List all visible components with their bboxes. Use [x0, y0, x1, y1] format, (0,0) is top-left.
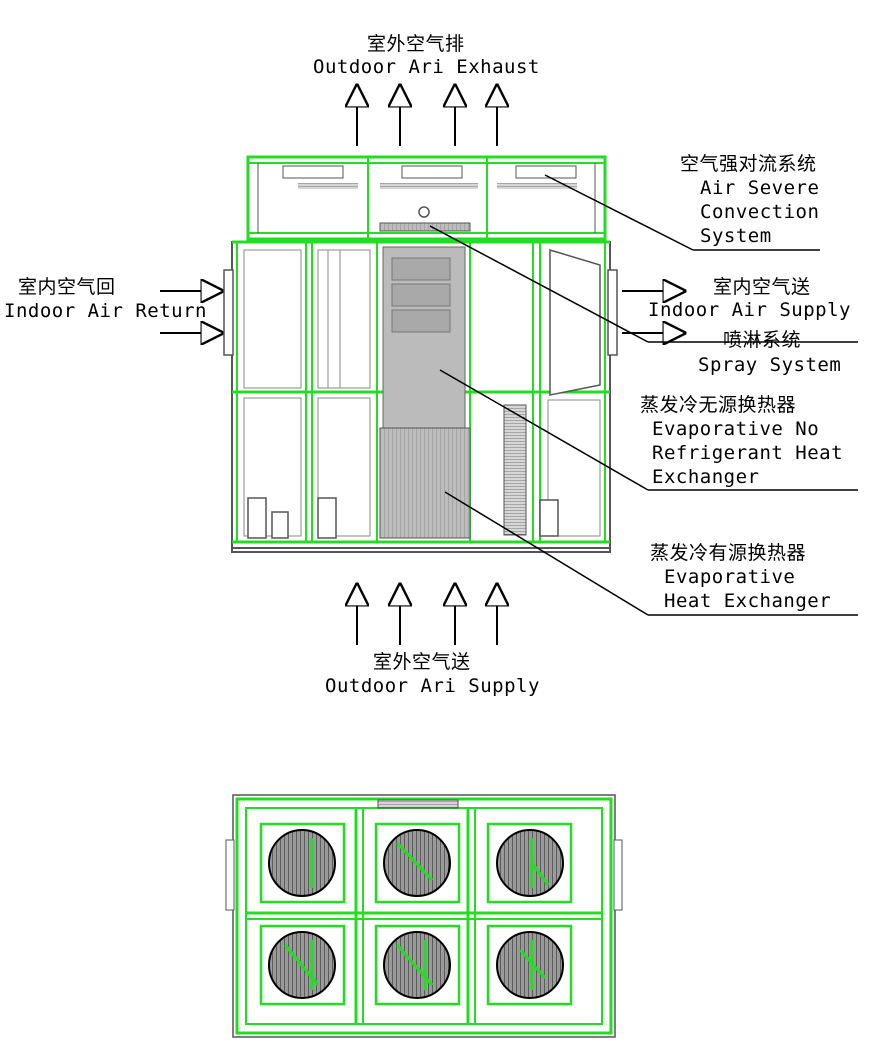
- spray-system-en: Spray System: [698, 354, 842, 376]
- outdoor-supply-en: Outdoor Ari Supply: [325, 675, 540, 697]
- evap-heat-exchanger-zh: 蒸发冷有源换热器: [650, 542, 807, 564]
- leader-lines: [429, 174, 858, 616]
- evap-heat-exchanger-en2: Heat Exchanger: [664, 590, 832, 612]
- outdoor-exhaust-zh: 室外空气排: [367, 33, 465, 55]
- indoor-return-en: Indoor Air Return: [4, 300, 207, 322]
- exhaust-arrows: [357, 86, 497, 146]
- indoor-supply-en: Indoor Air Supply: [648, 299, 851, 321]
- air-convection-en2: Convection: [700, 201, 820, 223]
- outdoor-supply-zh: 室外空气送: [373, 651, 471, 673]
- outdoor-exhaust-en: Outdoor Ari Exhaust: [313, 56, 540, 78]
- indoor-return-zh: 室内空气回: [18, 276, 116, 298]
- evap-heat-exchanger-en1: Evaporative: [664, 566, 796, 588]
- evap-no-refrig-en1: Evaporative No: [652, 418, 820, 440]
- air-convection-en3: System: [700, 225, 772, 247]
- front-elevation: [223, 155, 618, 553]
- plan-view: [225, 794, 623, 1038]
- evap-no-refrig-zh: 蒸发冷无源换热器: [640, 394, 797, 416]
- indoor-supply-zh: 室内空气送: [713, 276, 811, 298]
- supply-arrows: [357, 585, 497, 645]
- spray-system-zh: 喷淋系统: [723, 329, 802, 351]
- evap-no-refrig-en2: Refrigerant Heat: [652, 442, 844, 464]
- air-convection-en1: Air Severe: [700, 177, 820, 199]
- air-convection-zh: 空气强对流系统: [680, 153, 817, 175]
- evap-no-refrig-en3: Exchanger: [652, 466, 760, 488]
- return-arrows: [160, 291, 222, 333]
